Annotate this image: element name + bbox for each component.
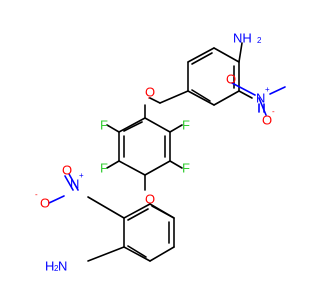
nitro-bottom-oxygen-double: O — [62, 163, 72, 178]
nitro-bottom-oxygen-charge: - — [35, 190, 38, 199]
amine-bottom-n-label: N — [58, 259, 67, 274]
bond-lines — [48, 42, 286, 262]
amine-bottom-h-label: H — [45, 259, 54, 274]
nitro-top-nitrogen-charge: + — [265, 85, 270, 94]
fluorine-top-left: F — [100, 118, 108, 133]
nitro-top-nitrogen: N — [256, 91, 265, 106]
amine-top-label: NH — [233, 31, 252, 46]
nitro-top-oxygen-double: O — [226, 72, 236, 87]
amine-bottom-subscript: 2 — [54, 264, 59, 273]
nitro-top-oxygen-single: O — [262, 113, 272, 128]
nitro-bottom-nitrogen: N — [70, 177, 79, 192]
amine-top-subscript: 2 — [257, 36, 262, 45]
molecule-structure: NH 2 N + O O - O O F F F F N + O O - H 2… — [35, 31, 286, 274]
fluorine-bottom-left: F — [100, 161, 108, 176]
fluorine-bottom-right: F — [182, 161, 190, 176]
atom-labels: NH 2 N + O O - O O F F F F N + O O - H 2… — [35, 31, 275, 274]
nitro-bottom-oxygen-single: O — [40, 196, 50, 211]
nitro-bottom-nitrogen-charge: + — [79, 171, 84, 180]
ether-oxygen-top: O — [145, 85, 155, 100]
nitro-top-oxygen-charge: - — [272, 107, 275, 116]
ether-oxygen-bottom: O — [145, 192, 155, 207]
fluorine-top-right: F — [182, 118, 190, 133]
